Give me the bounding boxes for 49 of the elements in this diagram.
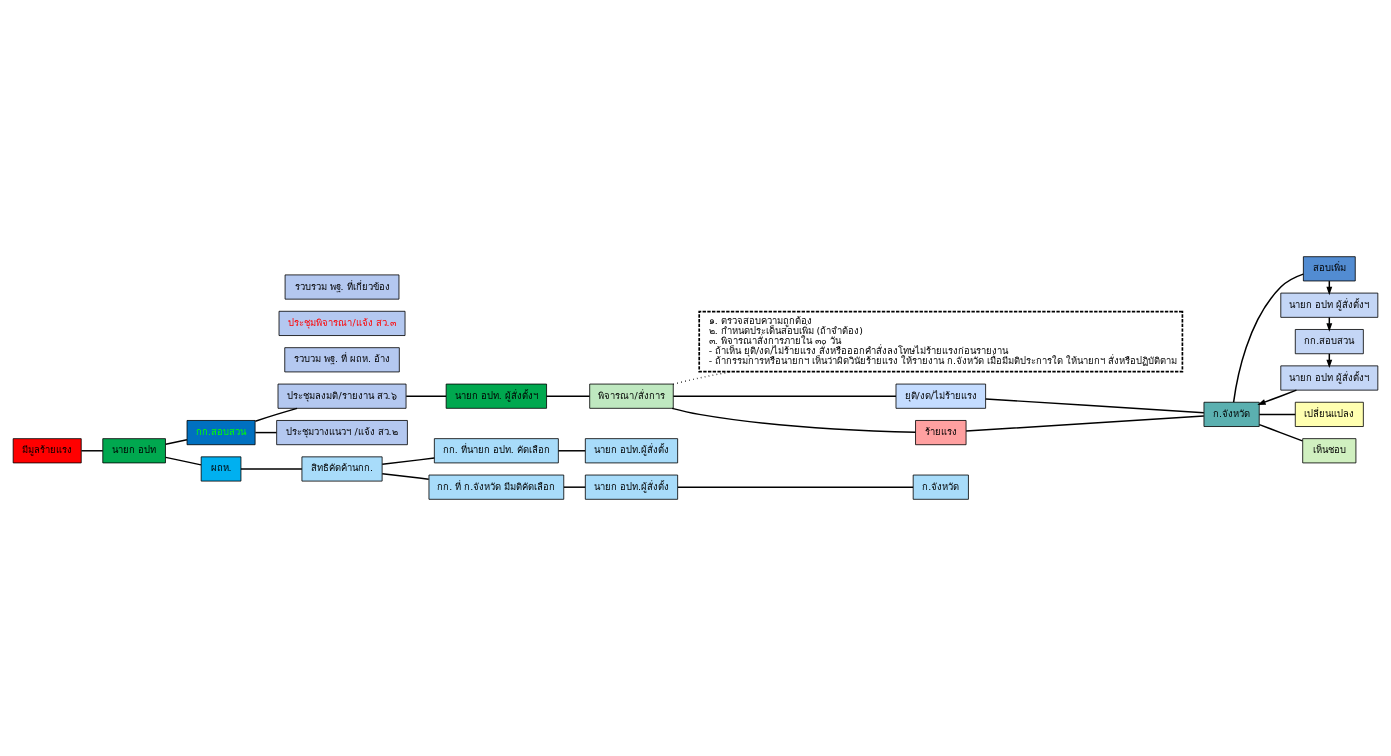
connector bbox=[381, 457, 436, 465]
node-box: ประชุมวางแนวฯ /แจ้ง สว.๒ bbox=[276, 420, 408, 446]
node-box: ก.จังหวัด bbox=[1203, 401, 1260, 427]
node-box: ประชุมลงมติ/รายงาน สว.๖ bbox=[277, 383, 407, 409]
node-box: กก. ที่นายก อปท. คัดเลือก bbox=[433, 438, 559, 464]
connector bbox=[405, 395, 447, 397]
node-box: นายก อปท bbox=[102, 438, 166, 464]
connector bbox=[164, 456, 202, 466]
connector bbox=[164, 438, 188, 445]
connector bbox=[1258, 413, 1296, 416]
connector bbox=[671, 407, 917, 433]
node-box: รวบรวม พฐ. ที่เกี่ยวข้อง bbox=[284, 274, 400, 300]
connector bbox=[985, 398, 1205, 414]
connector bbox=[1232, 273, 1304, 403]
node-box: ก.จังหวัด bbox=[912, 474, 969, 500]
connector bbox=[254, 407, 298, 422]
node-box: สิทธิคัดค้านกก. bbox=[301, 456, 383, 482]
node-box: นายก อปท. ผู้สั่งตั้งฯ bbox=[445, 383, 547, 409]
node-box: กก. ที่ ก.จังหวัด มีมติคัดเลือก bbox=[428, 474, 565, 500]
arrow bbox=[1257, 389, 1298, 405]
connector bbox=[965, 415, 1205, 432]
node-box: กก.สอบสวน bbox=[186, 420, 256, 446]
connector bbox=[557, 450, 586, 452]
connector bbox=[1258, 423, 1304, 442]
node-box: ร้ายแรง bbox=[915, 420, 967, 446]
node-box: ๑. ตรวจสอบความถูกต้อง ๒. กำหนดประเด็นสอบเพิ่ม (ถ้าจำต้อง) ๓. พิจารณาสั่งการภายใน ๓๐ วัน - ถ้าเห็น ยุติ/งด/ไม่ร้ายแรง สั่งหรือออกคำสั่งลงโทษไม่ร้ายแรงก่อนรายงาน - ถ้ากรรมการหรือนายกฯ เห็นว่าผิดวินัยร้ายแรง ให้รายงาน ก.จังหวัด เมื่อมีมติประการใด ให้นายกฯ สั่งหรือปฏิบัติตาม bbox=[698, 310, 1184, 373]
connector bbox=[672, 370, 732, 385]
connector bbox=[254, 431, 278, 434]
connector bbox=[381, 472, 430, 480]
node-box: สอบเพิ่ม bbox=[1302, 256, 1356, 282]
node-box: ยุติ/งด/ไม่ร้ายแรง bbox=[895, 383, 987, 409]
node-box: นายก อปท.ผู้สั่งตั้ง bbox=[584, 474, 679, 500]
connector bbox=[545, 395, 591, 397]
node-box: นายก อปท ผู้สั่งตั้งฯ bbox=[1280, 292, 1379, 318]
node-box: เปลี่ยนแปลง bbox=[1294, 401, 1364, 427]
connector bbox=[240, 468, 303, 470]
node-box: มีมูลร้ายแรง bbox=[12, 438, 82, 464]
node-box: กก.สอบสวน bbox=[1294, 329, 1364, 355]
node-box: รวบวม พฐ. ที่ ผถห. อ้าง bbox=[284, 347, 400, 373]
node-box: พิจารณา/สั่งการ bbox=[589, 383, 674, 409]
node-box: นายก อปท.ผู้สั่งตั้ง bbox=[584, 438, 679, 464]
node-box: ผถห. bbox=[200, 456, 242, 482]
node-box: เห็นชอบ bbox=[1302, 438, 1357, 464]
connector bbox=[677, 486, 914, 488]
node-box: นายก อปท ผู้สั่งตั้งฯ bbox=[1280, 365, 1379, 391]
node-box: ประชุมพิจารณา/แจ้ง สว.๓ bbox=[278, 310, 406, 336]
connector bbox=[563, 486, 586, 488]
connector bbox=[80, 450, 104, 452]
connector bbox=[672, 395, 897, 397]
